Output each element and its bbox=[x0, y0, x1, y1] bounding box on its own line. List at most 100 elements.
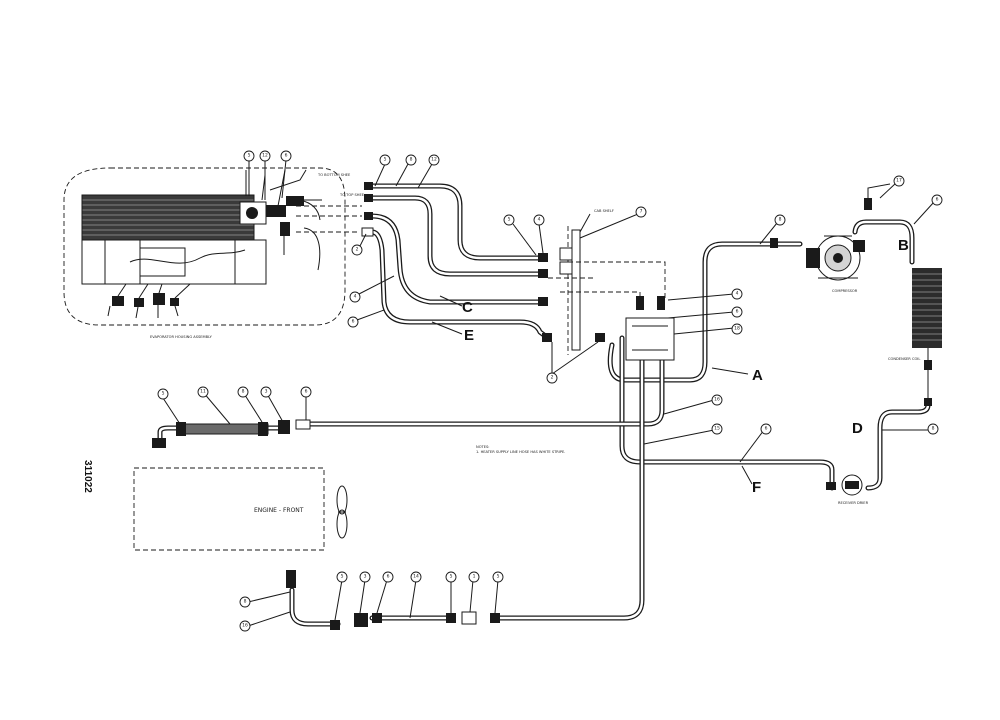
callout-bubble: 12 bbox=[428, 154, 440, 166]
callout-bubble: 11 bbox=[197, 386, 209, 398]
svg-text:6: 6 bbox=[305, 389, 308, 395]
svg-text:8: 8 bbox=[244, 599, 247, 605]
callout-bubble: 18 bbox=[731, 323, 743, 335]
callout-bubble: 17 bbox=[893, 175, 905, 187]
callout-bubble: 8 bbox=[237, 386, 249, 398]
callout-bubble: 3 bbox=[359, 571, 371, 583]
evaporator-housing-label: EVAPORATOR HOUSING ASSEMBLY bbox=[150, 335, 213, 339]
svg-text:18: 18 bbox=[734, 326, 740, 332]
callout-bubble: 6 bbox=[931, 194, 943, 206]
svg-text:4: 4 bbox=[736, 291, 739, 297]
svg-text:16: 16 bbox=[714, 397, 720, 403]
hose-label-e: E bbox=[464, 327, 474, 344]
notes-title: NOTES: bbox=[476, 445, 489, 449]
compressor: COMPRESSOR bbox=[806, 235, 865, 293]
callout-bubbles: 5 12 6 5 8 12 5 4 7 2 4 6 8 17 6 4 6 18 … bbox=[157, 150, 943, 632]
receiver-drier-label: RECEIVER DRIER bbox=[838, 501, 869, 505]
hose-label-c: C bbox=[462, 299, 473, 316]
note-1: 1. HEATER SUPPLY LINE HOSE HAS WHITE STR… bbox=[476, 450, 565, 454]
callout-bubble: 16 bbox=[239, 620, 251, 632]
document-number: 311022 bbox=[82, 460, 93, 493]
callout-bubble: 6 bbox=[760, 423, 772, 435]
svg-text:5: 5 bbox=[384, 157, 387, 163]
svg-text:8: 8 bbox=[932, 426, 935, 432]
svg-text:4: 4 bbox=[538, 217, 541, 223]
cab-shelf-label: CAB SHELF bbox=[594, 209, 614, 213]
callout-bubble: 6 bbox=[731, 306, 743, 318]
callout-bubble: 8 bbox=[239, 596, 251, 608]
svg-text:6: 6 bbox=[936, 197, 939, 203]
fittings bbox=[152, 182, 836, 630]
callout-bubble: 8 bbox=[774, 214, 786, 226]
callout-bubble: 6 bbox=[300, 386, 312, 398]
callout-bubble: 8 bbox=[927, 423, 939, 435]
callout-bubble: 5 bbox=[503, 214, 515, 226]
callout-bubble: 6 bbox=[382, 571, 394, 583]
callout-bubble: 12 bbox=[259, 150, 271, 162]
callout-bubble: 6 bbox=[347, 316, 359, 328]
callout-bubble: 4 bbox=[349, 291, 361, 303]
dashed-leader-lines bbox=[296, 205, 666, 300]
callout-bubble: 5 bbox=[445, 571, 457, 583]
svg-text:1: 1 bbox=[473, 574, 476, 580]
svg-text:6: 6 bbox=[352, 319, 355, 325]
callout-bubble: 14 bbox=[410, 571, 422, 583]
svg-text:5: 5 bbox=[497, 574, 500, 580]
svg-text:16: 16 bbox=[242, 623, 248, 629]
hose-label-a: A bbox=[752, 367, 763, 384]
hose-label-d: D bbox=[852, 420, 863, 437]
hose-label-f: F bbox=[752, 479, 761, 496]
cab-shelf-bracket: CAB SHELF bbox=[559, 209, 614, 355]
svg-text:7: 7 bbox=[640, 209, 643, 215]
callout-bubble: 2 bbox=[351, 244, 363, 256]
callout-bubble: 15 bbox=[711, 423, 723, 435]
svg-text:5: 5 bbox=[248, 153, 251, 159]
callout-leaders bbox=[162, 159, 935, 627]
svg-text:8: 8 bbox=[242, 389, 245, 395]
svg-text:5: 5 bbox=[162, 391, 165, 397]
hose-letter-labels: A B C D E F bbox=[431, 237, 909, 496]
callout-bubble: 1 bbox=[468, 571, 480, 583]
svg-text:12: 12 bbox=[431, 157, 437, 163]
svg-text:17: 17 bbox=[896, 178, 902, 184]
hose-label-b: B bbox=[898, 237, 909, 254]
callout-bubble: 4 bbox=[731, 288, 743, 300]
condenser-coil: CONDENSER COIL bbox=[888, 268, 942, 406]
heater-valve-box bbox=[625, 317, 675, 361]
callout-bubble: 5 bbox=[157, 388, 169, 400]
condenser-coil-label: CONDENSER COIL bbox=[888, 357, 920, 361]
svg-text:11: 11 bbox=[200, 389, 206, 395]
svg-text:8: 8 bbox=[779, 217, 782, 223]
hose-runs bbox=[157, 183, 931, 627]
svg-text:2: 2 bbox=[356, 247, 359, 253]
evaporator-housing-assembly: TO BOTTOM SHEE EVAPORATOR HOUSING ASSEMB… bbox=[63, 167, 351, 339]
callout-bubble: 2 bbox=[546, 372, 558, 384]
svg-text:14: 14 bbox=[413, 574, 419, 580]
callout-bubble: 6 bbox=[280, 150, 292, 162]
to-top-sheet-label: TO TOP SHEE bbox=[339, 193, 365, 197]
svg-text:4: 4 bbox=[354, 294, 357, 300]
engine-outline: ENGINE - FRONT bbox=[133, 467, 348, 551]
svg-text:6: 6 bbox=[765, 426, 768, 432]
compressor-label: COMPRESSOR bbox=[832, 289, 858, 293]
svg-text:3: 3 bbox=[265, 389, 268, 395]
svg-text:5: 5 bbox=[341, 574, 344, 580]
svg-text:3: 3 bbox=[364, 574, 367, 580]
callout-bubble: 3 bbox=[260, 386, 272, 398]
svg-text:5: 5 bbox=[450, 574, 453, 580]
svg-text:15: 15 bbox=[714, 426, 720, 432]
callout-bubble: 4 bbox=[533, 214, 545, 226]
svg-text:6: 6 bbox=[285, 153, 288, 159]
callout-bubble: 5 bbox=[243, 150, 255, 162]
callout-bubble: 7 bbox=[635, 206, 647, 218]
svg-text:8: 8 bbox=[410, 157, 413, 163]
callout-bubble: 16 bbox=[711, 394, 723, 406]
callout-bubble: 5 bbox=[379, 154, 391, 166]
callout-bubble: 5 bbox=[492, 571, 504, 583]
svg-text:6: 6 bbox=[736, 309, 739, 315]
svg-text:2: 2 bbox=[551, 375, 554, 381]
notes: NOTES: 1. HEATER SUPPLY LINE HOSE HAS WH… bbox=[476, 445, 565, 454]
heater-hose-filter bbox=[176, 422, 269, 436]
svg-text:5: 5 bbox=[508, 217, 511, 223]
